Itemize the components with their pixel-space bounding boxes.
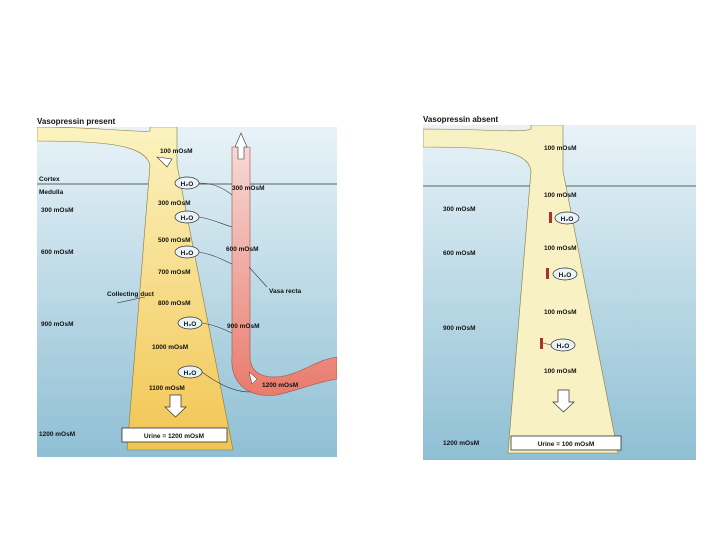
interstitial-osm: 1200 mOsM (39, 431, 75, 438)
svg-text:H₂O: H₂O (184, 321, 197, 328)
collecting-duct (423, 125, 619, 454)
collecting-duct-pointer (116, 296, 146, 304)
svg-text:H₂O: H₂O (557, 343, 570, 350)
blocked-water-channel: H₂O (546, 267, 578, 281)
white-curved-arrow (248, 371, 258, 385)
duct-inflow-osm: 100 mOsM (160, 148, 193, 155)
h2o-badge: H₂O (177, 365, 203, 379)
duct-osm: 300 mOsM (158, 200, 191, 207)
svg-text:H₂O: H₂O (181, 250, 194, 257)
vasa-osm: 600 mOsM (226, 246, 259, 253)
interstitial-osm: 300 mOsM (443, 206, 476, 213)
svg-text:H₂O: H₂O (181, 215, 194, 222)
svg-text:H₂O: H₂O (184, 370, 197, 377)
h2o-badge: H₂O (177, 316, 203, 330)
blocked-water-channel: H₂O (540, 338, 576, 352)
duct-osm: 100 mOsM (544, 192, 577, 199)
vasa-recta-pointer (248, 266, 268, 288)
urine-down-arrow (552, 389, 575, 413)
vasa-osm: 300 mOsM (232, 185, 265, 192)
duct-osm: 100 mOsM (544, 145, 577, 152)
vasa-recta-up-arrow (234, 132, 248, 160)
water-flow-arrow (198, 216, 233, 228)
left-diagram: H₂O H₂O H₂O H₂O H₂O Cortex Medulla 300 m… (37, 127, 337, 457)
duct-osm: 1000 mOsM (152, 344, 188, 351)
zone-label-medulla: Medulla (39, 189, 64, 196)
h2o-badge: H₂O (174, 210, 200, 224)
water-flow-arrow (198, 251, 233, 265)
interstitial-osm: 600 mOsM (41, 249, 74, 256)
water-flow-arrow (198, 182, 233, 196)
collecting-duct-label: Collecting duct (107, 291, 155, 298)
interstitial-osm: 300 mOsM (41, 207, 74, 214)
water-flow-arrow (201, 371, 251, 393)
h2o-badge: H₂O (174, 176, 200, 190)
svg-text:H₂O: H₂O (561, 216, 574, 223)
interstitial-osm: 1200 mOsM (443, 440, 479, 447)
interstitial-osm: 900 mOsM (443, 325, 476, 332)
duct-osm: 1100 mOsM (149, 385, 185, 392)
interstitial-osm: 600 mOsM (443, 250, 476, 257)
duct-osm: 500 mOsM (158, 237, 191, 244)
right-diagram: H₂O H₂O H₂O 300 mOsM 600 mOsM 900 mOsM 1… (423, 125, 696, 460)
urine-down-arrow (164, 394, 187, 418)
urine-box (510, 435, 622, 451)
urine-label: Urine = 100 mOsM (538, 441, 595, 448)
channel-connector (542, 342, 552, 346)
vasa-osm: 900 mOsM (227, 323, 260, 330)
blocked-water-channel: H₂O (549, 211, 580, 225)
duct-osm: 700 mOsM (158, 269, 191, 276)
urine-label: Urine = 1200 mOsM (144, 433, 204, 440)
vasa-recta-label: Vasa recta (269, 288, 302, 295)
h2o-badge: H₂O (174, 245, 200, 259)
duct-osm: 100 mOsM (544, 245, 577, 252)
right-panel-title: Vasopressin absent (423, 115, 499, 124)
zone-label-cortex: Cortex (39, 176, 60, 183)
svg-text:H₂O: H₂O (181, 181, 194, 188)
svg-text:H₂O: H₂O (559, 272, 572, 279)
vasa-recta (231, 146, 337, 396)
urine-box (121, 427, 228, 443)
left-panel-title: Vasopressin present (37, 117, 116, 126)
duct-osm: 100 mOsM (544, 368, 577, 375)
duct-osm: 800 mOsM (158, 300, 191, 307)
vasa-osm: 1200 mOsM (262, 382, 298, 389)
duct-osm: 100 mOsM (544, 309, 577, 316)
interstitial-osm: 900 mOsM (41, 321, 74, 328)
inflow-arrow (156, 156, 173, 168)
water-flow-arrow (201, 322, 233, 334)
